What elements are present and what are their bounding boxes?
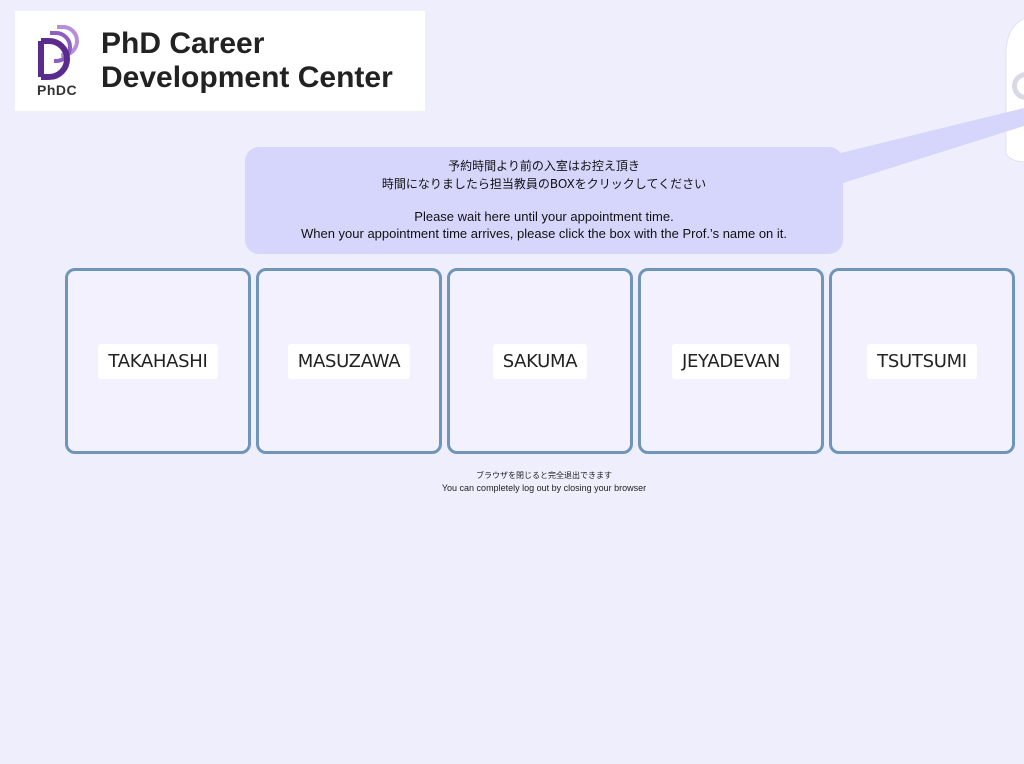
professor-name: TAKAHASHI [98,343,218,379]
professor-box-sakuma[interactable]: SAKUMA [447,268,633,454]
logo-panel: PhDC PhD Career Development Center [15,11,425,111]
professor-name: SAKUMA [492,343,588,379]
professor-box-tsutsumi[interactable]: TSUTSUMI [829,268,1015,454]
professor-box-list: TAKAHASHI MASUZAWA SAKUMA JEYADEVAN TSUT… [65,268,1024,458]
instruction-english: Please wait here until your appointment … [245,208,843,242]
instruction-japanese: 予約時間より前の入室はお控え頂き 時間になりましたら担当教員のBOXをクリックし… [245,157,843,193]
instruction-jp-line-1: 予約時間より前の入室はお控え頂き [448,159,640,173]
logout-note: ブラウザを閉じると完全退出できます You can completely log… [0,470,1024,494]
site-title: PhD Career Development Center [101,27,393,95]
site-title-line-1: PhD Career [101,27,265,60]
instruction-en-line-2: When your appointment time arrives, plea… [300,226,788,241]
logo-abbrev: PhDC [37,82,78,98]
professor-name: TSUTSUMI [867,343,977,379]
professor-name: JEYADEVAN [671,343,791,379]
professor-box-takahashi[interactable]: TAKAHASHI [65,268,251,454]
instruction-jp-line-2: 時間になりましたら担当教員のBOXをクリックしてください [381,177,707,191]
site-title-line-2: Development Center [101,61,393,94]
professor-box-jeyadevan[interactable]: JEYADEVAN [638,268,824,454]
instruction-speech-bubble: 予約時間より前の入室はお控え頂き 時間になりましたら担当教員のBOXをクリックし… [245,147,843,254]
speech-bubble-pointer [820,108,1024,184]
logout-note-english: You can completely log out by closing yo… [441,483,647,493]
instruction-en-line-1: Please wait here until your appointment … [414,209,674,224]
logout-note-japanese: ブラウザを閉じると完全退出できます [476,471,612,480]
phdc-logo-icon [38,25,79,80]
professor-box-masuzawa[interactable]: MASUZAWA [256,268,442,454]
professor-name: MASUZAWA [287,343,411,379]
